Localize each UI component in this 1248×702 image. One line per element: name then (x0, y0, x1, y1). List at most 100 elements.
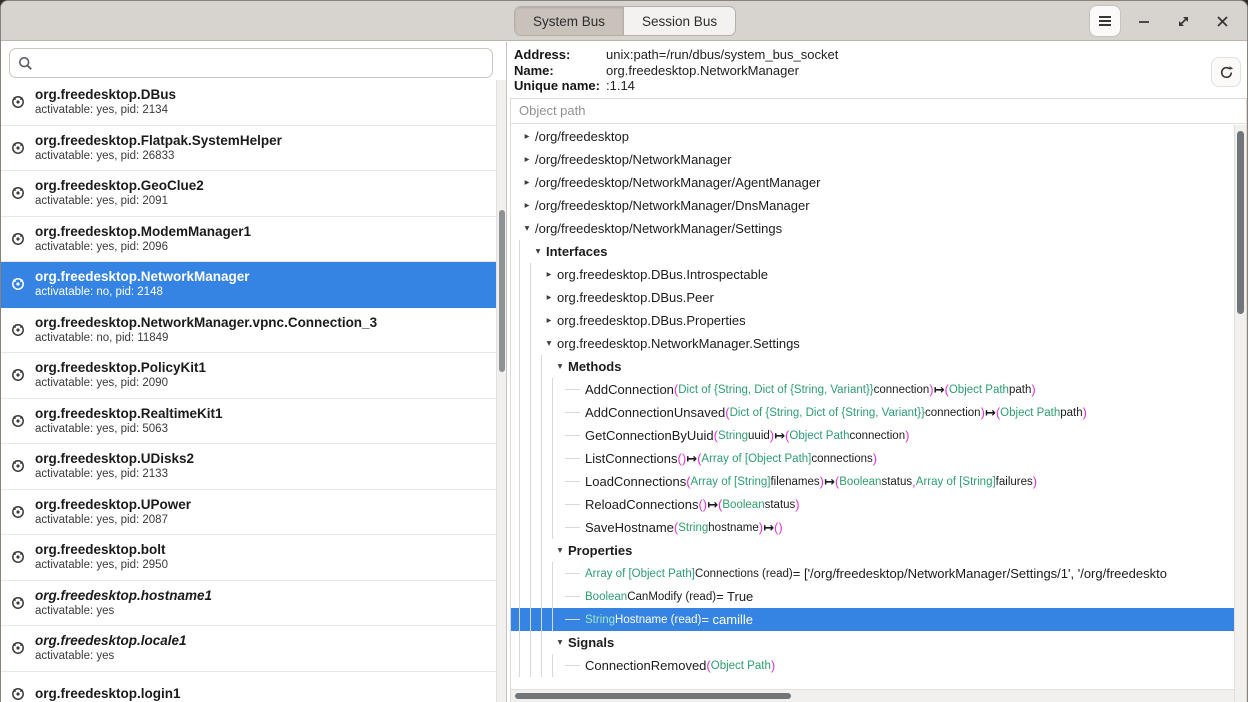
tree-row[interactable]: ReloadConnections () ↦ (Boolean status) (511, 493, 1234, 516)
tree-guide-line (530, 608, 541, 631)
tree-guide-dash (565, 458, 580, 459)
tab-session-bus[interactable]: Session Bus (623, 7, 736, 35)
list-item[interactable]: org.freedesktop.NetworkManager.vpnc.Conn… (1, 308, 496, 353)
service-detail: activatable: yes (35, 604, 115, 617)
token-p: ) (872, 451, 878, 466)
expander-open-icon[interactable]: ▾ (557, 361, 563, 372)
tree-row[interactable]: Array of [Object Path] Connections (read… (511, 562, 1234, 585)
list-item[interactable]: org.freedesktop.login1 (1, 672, 496, 702)
tree-row[interactable]: ListConnections () ↦ (Array of [Object P… (511, 447, 1234, 470)
tree-row[interactable]: ▾ Methods (511, 355, 1234, 378)
tree-row[interactable]: ▸org.freedesktop.DBus.Properties (511, 309, 1234, 332)
tree-guide-line (541, 631, 552, 654)
tree-row[interactable]: ConnectionRemoved (Object Path) (511, 654, 1234, 677)
tree-guide-line (519, 286, 530, 309)
service-detail: activatable: yes, pid: 2096 (35, 240, 168, 253)
tree-guide-line (552, 424, 563, 447)
object-path-tree: Object path ▸/org/freedesktop▸/org/freed… (510, 98, 1247, 702)
tree-row[interactable]: AddConnectionUnsaved (Dict of {String, D… (511, 401, 1234, 424)
refresh-button[interactable] (1212, 58, 1240, 86)
tree-row[interactable]: ▸org.freedesktop.DBus.Peer (511, 286, 1234, 309)
service-texts: org.freedesktop.login1 (35, 685, 181, 702)
name-label: Name: (514, 62, 554, 78)
tree-row[interactable]: ▸ /org/freedesktop/NetworkManager (511, 148, 1234, 171)
tree-row[interactable]: LoadConnections (Array of [String] filen… (511, 470, 1234, 493)
token-type: Array of [String] (915, 475, 996, 488)
expander-open-icon[interactable]: ▾ (546, 338, 552, 349)
tree-guide-line (519, 516, 530, 539)
tree-row[interactable]: ▸org.freedesktop.DBus.Introspectable (511, 263, 1234, 286)
expander-open-icon[interactable]: ▾ (557, 637, 563, 648)
token-name: /org/freedesktop/NetworkManager (535, 152, 732, 167)
token-name: Methods (568, 359, 622, 374)
tree-row[interactable]: ▾/org/freedesktop/NetworkManager/Setting… (511, 217, 1234, 240)
tab-system-bus[interactable]: System Bus (515, 7, 624, 35)
tree-horizontal-scrollbar[interactable] (511, 689, 1234, 702)
expander-closed-icon[interactable]: ▸ (524, 200, 530, 211)
tree-row[interactable]: ▾org.freedesktop.NetworkManager.Settings (511, 332, 1234, 355)
tree-column-header[interactable]: Object path (511, 99, 1246, 124)
expander-closed-icon[interactable]: ▸ (546, 292, 552, 303)
tree-row[interactable]: ▸ /org/freedesktop (511, 125, 1234, 148)
service-icon (10, 549, 26, 565)
tree-row[interactable]: ▸ /org/freedesktop/NetworkManager/AgentMa… (511, 171, 1234, 194)
scrollbar-thumb[interactable] (515, 693, 791, 699)
token-name: /org/freedesktop (535, 129, 629, 144)
tree-guide-line (519, 654, 530, 677)
service-detail: activatable: no, pid: 11849 (35, 331, 169, 344)
token-name: /org/freedesktop/NetworkManager/AgentMan… (535, 175, 821, 190)
search-box (9, 48, 493, 78)
tree-row[interactable]: GetConnectionByUuid (String uuid) ↦ (Obj… (511, 424, 1234, 447)
tree-guide-line (541, 516, 552, 539)
token-p: ) (1032, 474, 1038, 489)
tree-guide-dash (565, 527, 580, 528)
maximize-icon[interactable] (1168, 6, 1198, 36)
tree-row[interactable]: ▸/org/freedesktop/NetworkManager/DnsMana… (511, 194, 1234, 217)
tree-row[interactable]: ▾Properties (511, 539, 1234, 562)
token-arrow: ↦ (707, 496, 719, 512)
service-icon (10, 276, 26, 292)
close-icon[interactable] (1207, 6, 1237, 36)
token-p: ) (795, 497, 800, 512)
expander-open-icon[interactable]: ▾ (557, 545, 563, 556)
scrollbar-thumb[interactable] (499, 210, 505, 372)
expander-closed-icon[interactable]: ▸ (546, 315, 552, 326)
tree-guide-dash (565, 435, 580, 436)
tree-row[interactable]: Boolean CanModify (read) = True (511, 585, 1234, 608)
expander-closed-icon[interactable]: ▸ (524, 154, 530, 165)
expander-open-icon[interactable]: ▾ (524, 223, 530, 234)
tree-guide-line (552, 447, 563, 470)
expander-closed-icon[interactable]: ▸ (546, 269, 552, 280)
minimize-icon[interactable] (1129, 6, 1159, 36)
titlebar: System Bus Session Bus (1, 1, 1247, 41)
tree-row[interactable]: String Hostname (read) = camille (511, 608, 1234, 631)
token-arg: Hostname (read) (615, 613, 702, 626)
expander-open-icon[interactable]: ▾ (535, 246, 541, 257)
search-input[interactable] (39, 55, 492, 71)
menu-icon[interactable] (1090, 6, 1120, 36)
expander-closed-icon[interactable]: ▸ (524, 177, 530, 188)
service-list-scrollbar[interactable] (496, 80, 506, 702)
tree-row[interactable]: SaveHostname (String hostname) ↦ () (511, 516, 1234, 539)
tree-row[interactable]: ▾Signals (511, 631, 1234, 654)
scrollbar-thumb[interactable] (1237, 131, 1244, 314)
tree-vertical-scrollbar[interactable] (1234, 125, 1246, 702)
expander-closed-icon[interactable]: ▸ (524, 131, 530, 142)
token-arg: connection (873, 383, 930, 396)
token-p: ) (769, 428, 775, 443)
tree-row[interactable]: AddConnection (Dict of {String, Dict of … (511, 378, 1234, 401)
tree-row[interactable]: ▾Interfaces (511, 240, 1234, 263)
